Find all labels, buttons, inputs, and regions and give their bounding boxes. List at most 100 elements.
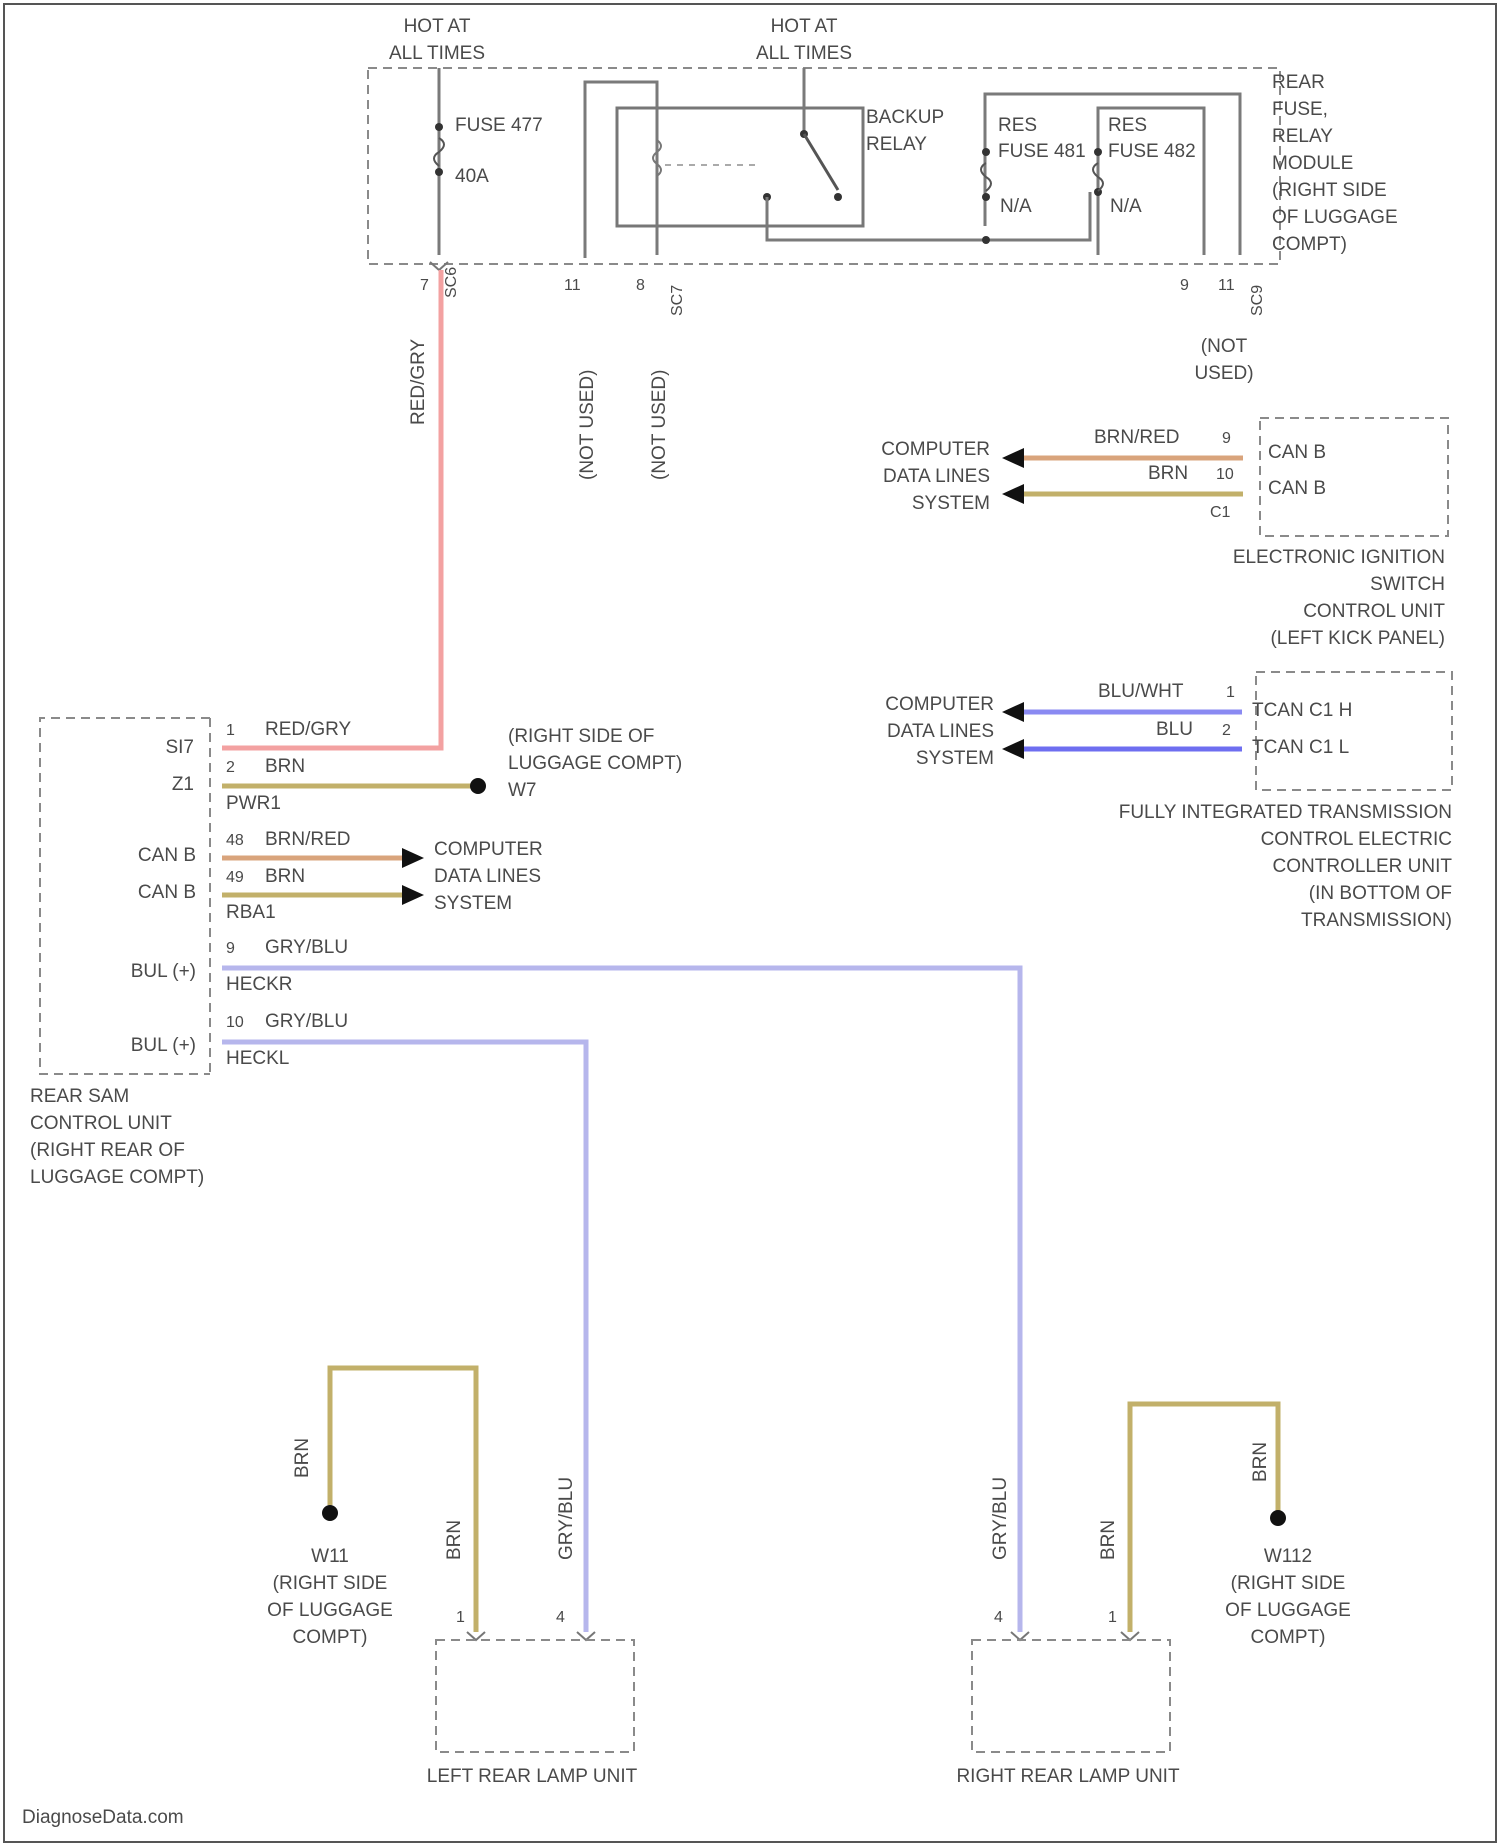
left-ground-name: W11 <box>311 1546 349 1567</box>
backup-relay-label-b: RELAY <box>866 134 927 155</box>
arrow-sam-1 <box>402 848 424 868</box>
tcu-can2: TCAN C1 L <box>1252 737 1349 758</box>
right-ground-loc-0: (RIGHT SIDE <box>1231 1573 1346 1594</box>
tcu-title-0: FULLY INTEGRATED TRANSMISSION <box>1119 802 1452 823</box>
left-brn-b: BRN <box>444 1520 465 1560</box>
res481-bus-node <box>982 236 990 244</box>
not-used-right-b: USED) <box>1194 363 1253 384</box>
sam-func4: RBA1 <box>226 902 276 923</box>
arrow-tcu-2 <box>1002 739 1024 759</box>
right-conn-a <box>1011 1632 1029 1640</box>
ign-pin2: 10 <box>1216 466 1234 483</box>
arrow-sam-2 <box>402 885 424 905</box>
ign-title-0: ELECTRONIC IGNITION <box>1233 547 1445 568</box>
right-ground-name: W112 <box>1264 1546 1312 1567</box>
right-pin-a: 4 <box>994 1609 1003 1626</box>
tcu-cds-1: DATA LINES <box>887 721 994 742</box>
hot-at-all-times-2b: ALL TIMES <box>756 43 852 64</box>
sam-pin6: 10 <box>226 1014 244 1031</box>
module-label-2: RELAY <box>1272 126 1333 147</box>
tcu-cds-0: COMPUTER <box>885 694 994 715</box>
ground-w11-icon <box>322 1505 338 1521</box>
not-used-2: (NOT USED) <box>649 370 670 480</box>
left-conn-a <box>467 1632 485 1640</box>
relay-output-bus <box>767 192 1090 240</box>
res482-label: RES <box>1108 115 1147 136</box>
ground-w7-icon <box>470 778 486 794</box>
res481-label-b: FUSE 481 <box>998 141 1086 162</box>
ignition-box <box>1260 418 1448 536</box>
transmission-control-unit: COMPUTER DATA LINES SYSTEM BLU/WHT 1 BLU… <box>885 672 1452 931</box>
tcu-can1: TCAN C1 H <box>1252 700 1352 721</box>
left-lamp-title: LEFT REAR LAMP UNIT <box>427 1766 638 1787</box>
left-conn-b <box>577 1632 595 1640</box>
sam-ground-name: W7 <box>508 780 537 801</box>
left-grybl: GRY/BLU <box>556 1477 577 1560</box>
right-rear-lamp-unit: BRN BRN GRY/BLU W112 (RIGHT SIDE OF LUGG… <box>956 1404 1350 1787</box>
left-brn-a: BRN <box>292 1438 313 1478</box>
arrow-tcu-1 <box>1002 702 1024 722</box>
sam-cds-0: COMPUTER <box>434 839 543 860</box>
ign-title-1: SWITCH <box>1370 574 1445 595</box>
hot-at-all-times-1b: ALL TIMES <box>389 43 485 64</box>
ign-can2: CAN B <box>1268 478 1326 499</box>
tcu-wire2-label: BLU <box>1156 719 1193 740</box>
relay-switch-arm <box>804 134 838 190</box>
footer-watermark: DiagnoseData.com <box>22 1807 184 1828</box>
ign-wire2-label: BRN <box>1148 463 1188 484</box>
res481-na: N/A <box>1000 196 1032 217</box>
conn-sc7-label: SC7 <box>669 285 686 316</box>
module-label-4: (RIGHT SIDE <box>1272 180 1387 201</box>
relay-contact <box>834 193 842 201</box>
pin-right-a: 9 <box>1180 277 1189 294</box>
res481-node-bottom <box>982 193 990 201</box>
sam-pin3: 48 <box>226 832 244 849</box>
res482-label-b: FUSE 482 <box>1108 141 1196 162</box>
conn-sc6-label: SC6 <box>443 267 460 298</box>
res481-node-top <box>982 148 990 156</box>
left-pin-a: 1 <box>456 1609 465 1626</box>
transmission-box <box>1256 672 1452 790</box>
wire-heckl-left-lamp <box>222 1042 586 1632</box>
sam-ground-loc-1: LUGGAGE COMPT) <box>508 753 682 774</box>
ign-wire1-label: BRN/RED <box>1094 427 1180 448</box>
sam-func2: PWR1 <box>226 793 281 814</box>
right-brn-a: BRN <box>1250 1442 1271 1482</box>
fuse-node-top <box>435 123 443 131</box>
right-conn-b <box>1121 1632 1139 1640</box>
sam-title-0: REAR SAM <box>30 1086 129 1107</box>
pin-mid-a: 11 <box>564 277 581 294</box>
res482-node-top <box>1094 148 1102 156</box>
sam-title-3: LUGGAGE COMPT) <box>30 1167 204 1188</box>
pin-mid-b: 8 <box>636 277 645 294</box>
backup-relay-label: BACKUP <box>866 107 944 128</box>
tcu-title-1: CONTROL ELECTRIC <box>1261 829 1452 850</box>
tcu-cds-2: SYSTEM <box>916 748 994 769</box>
arrow-ign-2 <box>1002 484 1024 504</box>
ground-w112-icon <box>1270 1510 1286 1526</box>
wire-heckr-right-lamp <box>222 968 1020 1632</box>
sam-pin5: 9 <box>226 940 235 957</box>
rear-fuse-relay-module: HOT AT ALL TIMES HOT AT ALL TIMES FUSE 4… <box>368 16 1398 480</box>
module-label-1: FUSE, <box>1272 99 1328 120</box>
sam-conn1: SI7 <box>165 737 194 758</box>
sam-func5: HECKR <box>226 974 293 995</box>
ign-title-3: (LEFT KICK PANEL) <box>1270 628 1445 649</box>
backup-relay-box <box>617 108 863 226</box>
ign-cds-0: COMPUTER <box>881 439 990 460</box>
right-lamp-box <box>972 1640 1170 1752</box>
right-pin-b: 1 <box>1108 1609 1117 1626</box>
sam-wire5: GRY/BLU <box>265 937 348 958</box>
fuse-477-label: FUSE 477 <box>455 115 543 136</box>
module-label-6: COMPT) <box>1272 234 1347 255</box>
sam-can2: CAN B <box>138 882 196 903</box>
sam-wire3: BRN/RED <box>265 829 351 850</box>
sam-func6: HECKL <box>226 1048 289 1069</box>
tcu-title-3: (IN BOTTOM OF <box>1309 883 1452 904</box>
left-ground-loc-1: OF LUGGAGE <box>267 1600 393 1621</box>
ign-pin1: 9 <box>1222 430 1231 447</box>
sam-title-2: (RIGHT REAR OF <box>30 1140 185 1161</box>
left-lamp-box <box>436 1640 634 1752</box>
ign-title-2: CONTROL UNIT <box>1303 601 1445 622</box>
res481-label: RES <box>998 115 1037 136</box>
